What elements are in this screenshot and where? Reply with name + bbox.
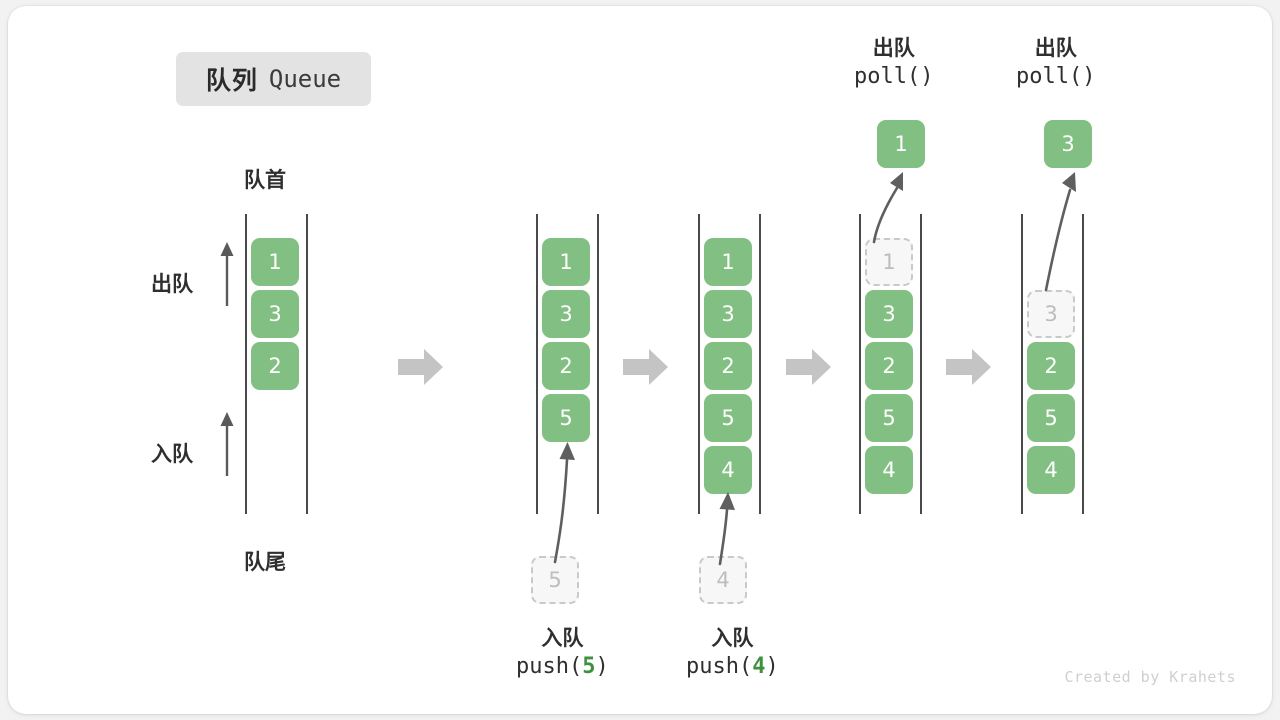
rail-left <box>1021 214 1023 514</box>
enqueue-flow-arrow-icon <box>553 442 575 564</box>
title-en: Queue <box>268 65 342 93</box>
operation-code: poll() <box>854 64 934 90</box>
enqueue-direction-arrow-icon <box>220 412 234 476</box>
step-arrow-icon <box>398 349 443 385</box>
queue-cell: 2 <box>865 342 913 390</box>
rail-left <box>245 214 247 514</box>
label-front: 队首 <box>244 168 286 192</box>
operation-code: push(4) <box>686 654 779 680</box>
queue-cell: 1 <box>251 238 299 286</box>
operation-cn: 入队 <box>541 626 584 650</box>
queue-cell-new: 4 <box>704 446 752 494</box>
diagram-card: 队列 Queue 队首 队尾 出队 入队 1 3 2 <box>8 6 1272 714</box>
rail-right <box>597 214 599 514</box>
rail-left <box>859 214 861 514</box>
rail-left <box>536 214 538 514</box>
queue-cell: 2 <box>542 342 590 390</box>
queue-cell-new: 5 <box>542 394 590 442</box>
enqueue-flow-arrow-icon <box>718 492 735 566</box>
credit-text: Created by Krahets <box>1064 668 1236 686</box>
step-arrow-icon <box>946 349 991 385</box>
queue-cell: 3 <box>704 290 752 338</box>
queue-cell: 1 <box>542 238 590 286</box>
dequeue-flow-arrow-icon <box>1044 172 1076 292</box>
title-cn: 队列 <box>205 66 258 95</box>
step-arrow-icon <box>786 349 831 385</box>
queue-cell: 2 <box>1027 342 1075 390</box>
operation-label-push-5: 入队 push(5) <box>516 624 609 682</box>
step-arrow-icon <box>623 349 668 385</box>
queue-cell: 3 <box>542 290 590 338</box>
polled-cell: 3 <box>1044 120 1092 168</box>
operation-code: push(5) <box>516 654 609 680</box>
queue-cell: 5 <box>865 394 913 442</box>
incoming-ghost-cell: 4 <box>699 556 747 604</box>
operation-label-poll-1: 出队 poll() <box>854 34 933 92</box>
queue-cell-removed: 3 <box>1027 290 1075 338</box>
queue-cell: 2 <box>704 342 752 390</box>
queue-cell: 4 <box>865 446 913 494</box>
operation-cn: 出队 <box>872 36 915 60</box>
operation-label-push-4: 入队 push(4) <box>686 624 779 682</box>
queue-cell: 4 <box>1027 446 1075 494</box>
queue-cell: 5 <box>704 394 752 442</box>
queue-cell: 3 <box>251 290 299 338</box>
rail-right <box>1082 214 1084 514</box>
dequeue-flow-arrow-icon <box>872 172 903 244</box>
queue-cell-removed: 1 <box>865 238 913 286</box>
label-rear: 队尾 <box>244 550 286 574</box>
queue-cell: 1 <box>704 238 752 286</box>
rail-right <box>306 214 308 514</box>
rail-right <box>759 214 761 514</box>
polled-cell: 1 <box>877 120 925 168</box>
label-enqueue: 入队 <box>151 442 193 466</box>
dequeue-direction-arrow-icon <box>220 242 234 306</box>
diagram-title-badge: 队列 Queue <box>176 52 371 106</box>
label-dequeue: 出队 <box>151 272 193 296</box>
operation-cn: 出队 <box>1034 36 1077 60</box>
operation-code: poll() <box>1016 64 1096 90</box>
queue-cell: 3 <box>865 290 913 338</box>
queue-cell: 2 <box>251 342 299 390</box>
operation-cn: 入队 <box>711 626 754 650</box>
rail-right <box>920 214 922 514</box>
rail-left <box>698 214 700 514</box>
queue-cell: 5 <box>1027 394 1075 442</box>
operation-label-poll-3: 出队 poll() <box>1016 34 1095 92</box>
